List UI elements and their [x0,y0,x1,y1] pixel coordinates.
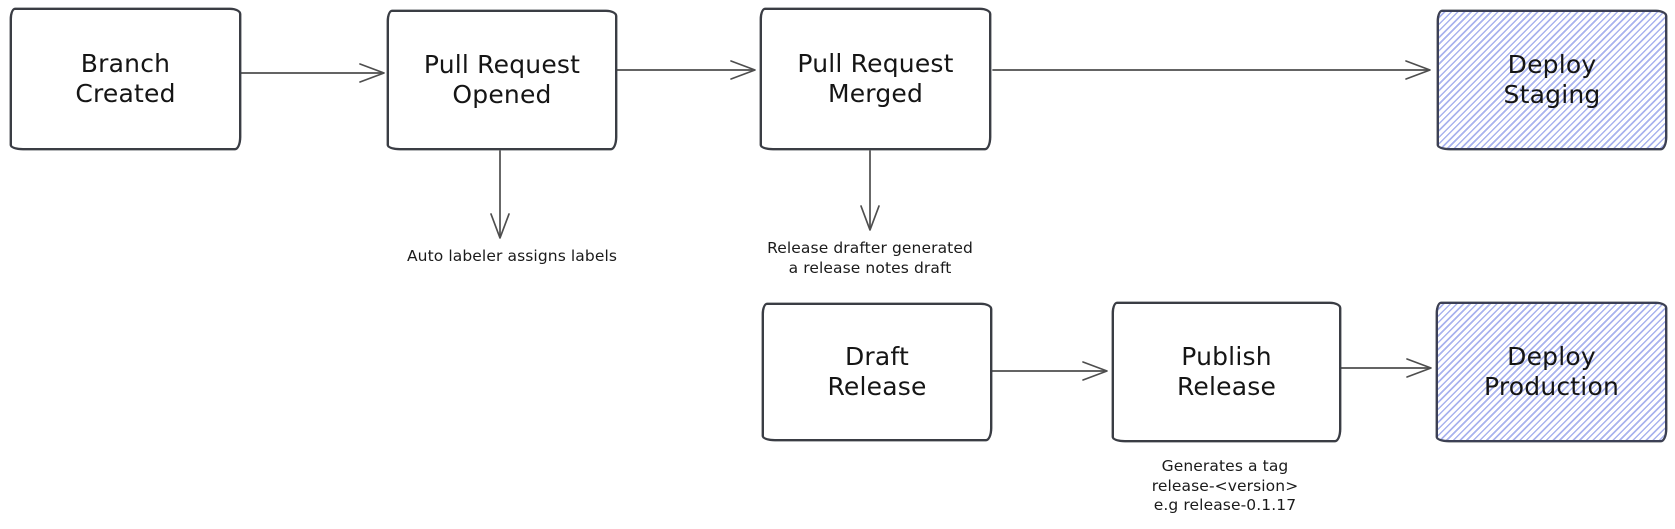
node-draft-release: Draft Release [762,303,992,441]
arrow-pr-merged-to-deploy-staging [992,60,1431,80]
arrow-head-icon [1406,358,1432,378]
node-publish-release: Publish Release [1112,302,1341,442]
arrow-head-icon [1405,60,1431,80]
annotation-auto-labeler: Auto labeler assigns labels [406,247,618,265]
arrow-head-icon [1082,361,1108,381]
annotation-release-drafter: Release drafter generated a release note… [767,239,973,277]
arrow-draft-release-to-publish-release [990,361,1108,381]
arrow-pr-merged-to-release-drafter-note [860,150,880,231]
node-label: Branch Created [75,48,176,109]
node-pull-request-merged: Pull Request Merged [760,8,991,150]
node-label: Pull Request Merged [797,48,954,109]
node-label: Deploy Staging [1503,49,1601,110]
arrow-pr-opened-to-auto-labeler-note [490,150,510,239]
node-branch-created: Branch Created [10,8,241,150]
annotation-release-tag: Generates a tag release-<version> e.g re… [1151,457,1299,515]
arrow-branch-created-to-pr-opened [239,63,385,83]
node-deploy-production: Deploy Production [1436,302,1667,442]
node-label: Pull Request Opened [423,49,581,110]
node-deploy-staging: Deploy Staging [1437,10,1667,150]
arrow-head-icon [730,60,756,80]
node-label: Publish Release [1176,341,1277,402]
arrow-head-icon [359,63,385,83]
arrow-pr-opened-to-pr-merged [616,60,756,80]
node-pull-request-opened: Pull Request Opened [387,10,617,150]
arrow-publish-release-to-deploy-production [1340,358,1432,378]
node-label: Deploy Production [1483,341,1619,402]
arrow-head-icon [860,205,880,231]
node-label: Draft Release [827,341,927,402]
arrow-head-icon [490,213,510,239]
